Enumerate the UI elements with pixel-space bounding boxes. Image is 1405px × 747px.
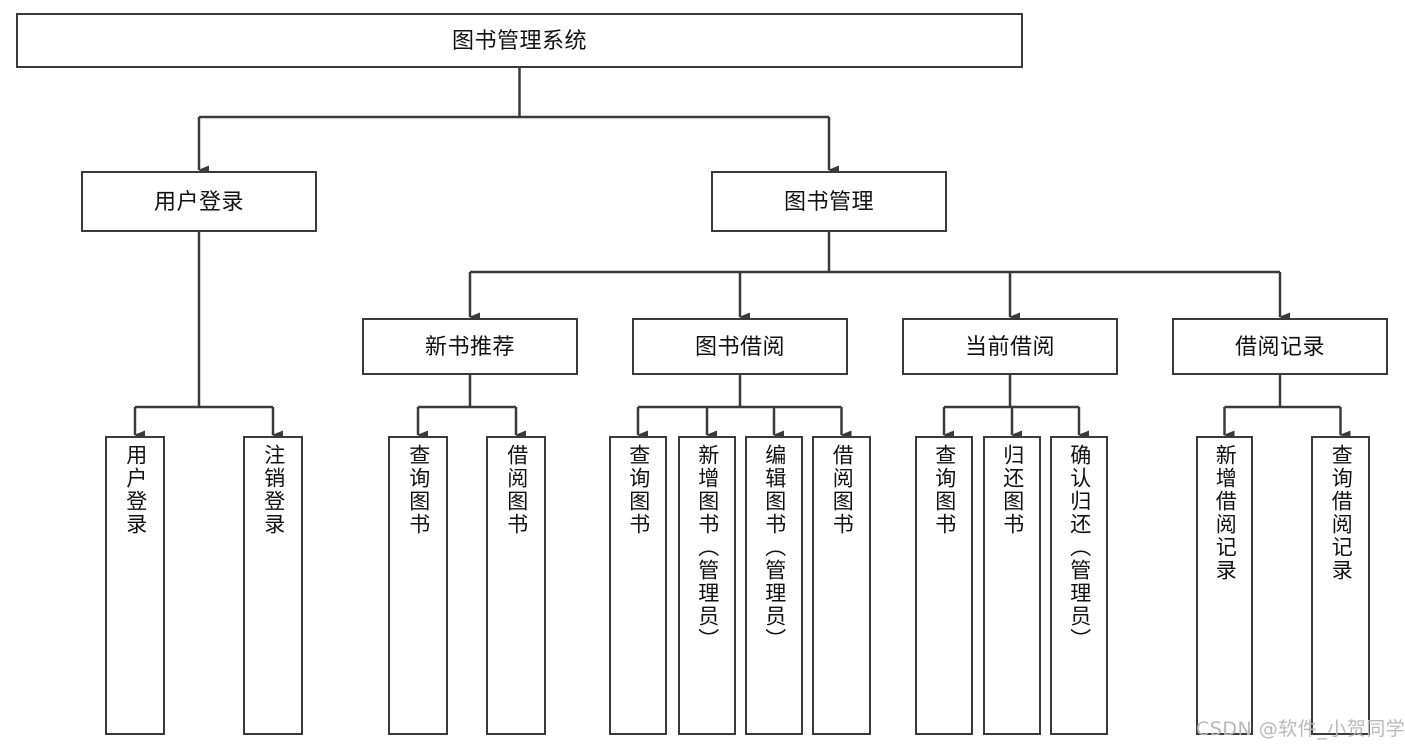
node-label: 当前借阅 <box>964 333 1055 359</box>
node-label: 新书推荐 <box>424 333 515 359</box>
node-label: 借阅记录 <box>1234 333 1325 359</box>
node-label: 查询图书 <box>626 444 650 536</box>
node-label: 借阅图书 <box>830 444 854 536</box>
node-new-book-rec[interactable]: 新书推荐 <box>362 318 578 375</box>
node-leaf-borrow-book-1[interactable]: 借阅图书 <box>486 436 546 735</box>
node-label: 编辑图书（管理员） <box>762 444 786 651</box>
node-label: 新增图书（管理员） <box>695 444 719 651</box>
node-user-login[interactable]: 用户登录 <box>81 171 317 232</box>
node-leaf-confirm-return[interactable]: 确认归还（管理员） <box>1050 436 1108 735</box>
node-label: 新增借阅记录 <box>1213 444 1237 582</box>
node-label: 确认归还（管理员） <box>1067 444 1091 651</box>
node-leaf-query-book-1[interactable]: 查询图书 <box>388 436 448 735</box>
node-label: 借阅图书 <box>504 444 528 536</box>
node-leaf-add-record[interactable]: 新增借阅记录 <box>1196 436 1253 735</box>
node-label: 图书借阅 <box>694 333 785 359</box>
node-leaf-user-logout[interactable]: 注销登录 <box>243 436 303 735</box>
watermark: CSDN @软件_小贺同学 <box>1196 718 1405 740</box>
edge-group <box>133 68 1351 440</box>
node-label: 用户登录 <box>153 188 244 214</box>
node-root[interactable]: 图书管理系统 <box>16 13 1023 68</box>
node-label: 查询图书 <box>932 444 956 536</box>
node-leaf-edit-book[interactable]: 编辑图书（管理员） <box>745 436 803 735</box>
node-leaf-user-login[interactable]: 用户登录 <box>105 436 165 735</box>
node-label: 查询图书 <box>406 444 430 536</box>
node-leaf-query-record[interactable]: 查询借阅记录 <box>1311 436 1370 735</box>
node-leaf-query-book-2[interactable]: 查询图书 <box>609 436 667 735</box>
node-leaf-add-book[interactable]: 新增图书（管理员） <box>678 436 736 735</box>
node-leaf-query-book-3[interactable]: 查询图书 <box>915 436 973 735</box>
node-label: 图书管理 <box>783 188 874 214</box>
node-book-borrow[interactable]: 图书借阅 <box>632 318 848 375</box>
node-label: 用户登录 <box>123 444 147 536</box>
node-leaf-return-book[interactable]: 归还图书 <box>983 436 1041 735</box>
node-label: 查询借阅记录 <box>1329 444 1353 582</box>
node-book-manage[interactable]: 图书管理 <box>711 171 947 232</box>
node-current-borrow[interactable]: 当前借阅 <box>902 318 1118 375</box>
node-label: 归还图书 <box>1000 444 1024 536</box>
node-borrow-record[interactable]: 借阅记录 <box>1172 318 1388 375</box>
node-label: 图书管理系统 <box>451 27 587 53</box>
node-label: 注销登录 <box>261 444 285 536</box>
node-leaf-borrow-book-2[interactable]: 借阅图书 <box>812 436 871 735</box>
